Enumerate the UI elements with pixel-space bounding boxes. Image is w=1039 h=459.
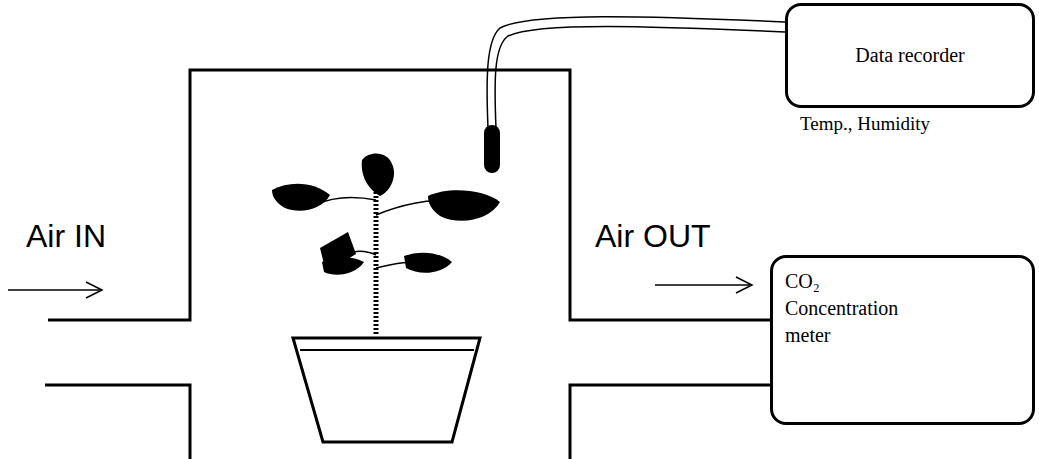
flow-label: Air OUT — [595, 218, 711, 255]
leaf — [322, 257, 364, 275]
leaf — [404, 253, 452, 273]
chamber-wall — [48, 70, 772, 320]
leaf — [272, 184, 330, 211]
inlet-pipe — [45, 385, 190, 459]
leaf — [428, 190, 500, 220]
instrument-box: CO₂ Concentration meter — [770, 255, 1035, 425]
sensor-wire — [495, 27, 785, 129]
leaf — [362, 154, 394, 196]
flow-arrow — [655, 284, 750, 286]
flow-arrow — [8, 289, 100, 291]
box-label: CO₂ Concentration meter — [785, 268, 925, 349]
box-caption: Temp., Humidity — [800, 111, 930, 137]
instrument-box: Data recorderTemp., Humidity — [785, 3, 1035, 108]
flow-arrowhead — [86, 282, 102, 298]
outlet-pipe — [570, 385, 772, 459]
flow-label: Air IN — [26, 218, 106, 255]
flow-arrowhead — [736, 277, 752, 293]
sensor-probe — [484, 125, 500, 173]
sensor-wire — [487, 17, 785, 128]
pot-rim — [300, 349, 474, 351]
plant-pot — [293, 338, 480, 442]
box-label: Data recorder — [855, 42, 964, 69]
